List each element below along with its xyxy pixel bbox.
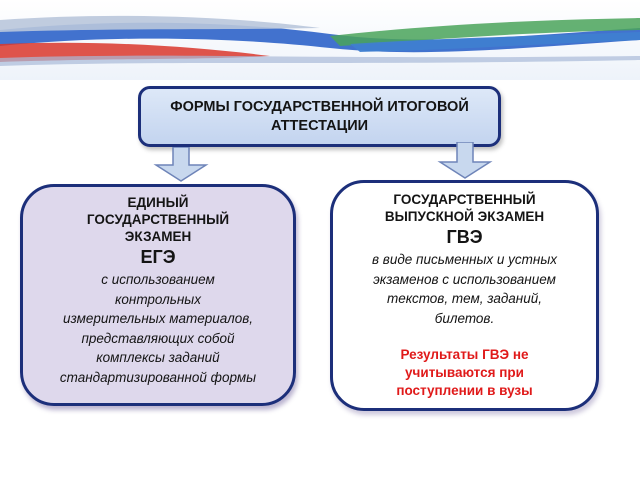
ege-description: с использованием контрольных измерительн… bbox=[31, 270, 285, 387]
gve-note-line: поступлении в вузы bbox=[396, 383, 533, 398]
ege-desc-line: комплексы заданий bbox=[96, 350, 220, 365]
right-down-arrow bbox=[437, 142, 493, 179]
gve-note-line: учитываются при bbox=[405, 365, 524, 380]
gve-description: в виде письменных и устных экзаменов с и… bbox=[341, 250, 588, 328]
gve-results-note: Результаты ГВЭ не учитываются при поступ… bbox=[333, 346, 596, 400]
ege-desc-line: представляющих собой bbox=[81, 330, 235, 346]
left-down-arrow bbox=[153, 147, 209, 182]
ege-heading: ЕДИНЫЙ ГОСУДАРСТВЕННЫЙ ЭКЗАМЕН bbox=[23, 194, 293, 245]
flag-ribbon-banner bbox=[0, 0, 640, 80]
ege-heading-line: ГОСУДАРСТВЕННЫЙ bbox=[86, 212, 230, 227]
ege-abbreviation: ЕГЭ bbox=[140, 247, 176, 267]
ege-heading-line: ЕДИНЫЙ bbox=[127, 195, 189, 210]
ege-box: ЕДИНЫЙ ГОСУДАРСТВЕННЫЙ ЭКЗАМЕН ЕГЭ с исп… bbox=[20, 184, 296, 406]
gve-desc-line: экзаменов с использованием bbox=[373, 271, 556, 287]
ege-desc-line: с использованием bbox=[101, 272, 215, 287]
gve-box: ГОСУДАРСТВЕННЫЙ ВЫПУСКНОЙ ЭКЗАМЕН ГВЭ в … bbox=[330, 180, 599, 411]
gve-heading-line: ГОСУДАРСТВЕННЫЙ bbox=[393, 192, 536, 207]
ege-desc-line: стандартизированной формы bbox=[59, 369, 257, 385]
ege-desc-line: измерительных материалов, bbox=[62, 311, 254, 326]
gve-desc-line: билетов. bbox=[434, 310, 495, 326]
gve-desc-line: текстов, тем, заданий, bbox=[386, 291, 543, 306]
gve-desc-line: в виде письменных и устных bbox=[371, 252, 558, 267]
gve-heading-line: ВЫПУСКНОЙ ЭКЗАМЕН bbox=[384, 209, 545, 224]
ege-heading-line: ЭКЗАМЕН bbox=[124, 229, 192, 244]
forms-title-line2: АТТЕСТАЦИИ bbox=[270, 117, 369, 134]
ege-desc-line: контрольных bbox=[115, 291, 201, 307]
forms-title-line1: ФОРМЫ ГОСУДАРСТВЕННОЙ ИТОГОВОЙ bbox=[170, 98, 469, 115]
gve-abbreviation: ГВЭ bbox=[446, 227, 483, 247]
gve-heading: ГОСУДАРСТВЕННЫЙ ВЫПУСКНОЙ ЭКЗАМЕН bbox=[333, 191, 596, 225]
forms-title-box: ФОРМЫ ГОСУДАРСТВЕННОЙ ИТОГОВОЙ АТТЕСТАЦИ… bbox=[138, 86, 501, 147]
gve-note-line: Результаты ГВЭ не bbox=[400, 347, 529, 362]
